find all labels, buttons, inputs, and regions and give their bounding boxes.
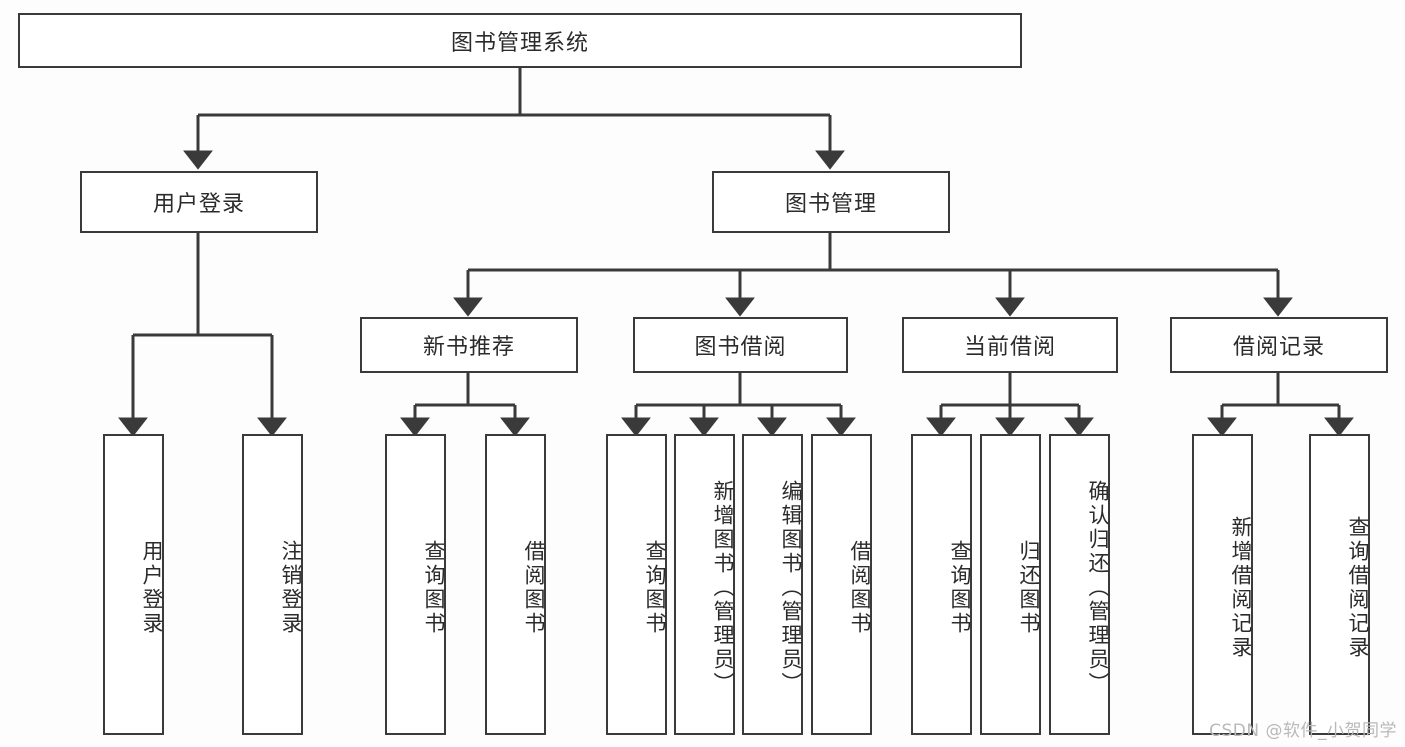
- node-label: 查询图书: [643, 539, 667, 636]
- node-label: 新增借阅记录: [1229, 515, 1253, 660]
- node-label: 借阅图书: [522, 539, 546, 636]
- node-label: 注销登录: [279, 539, 303, 636]
- node-current-borrow[interactable]: 当前借阅: [902, 317, 1118, 373]
- node-label: 借阅记录: [1232, 335, 1325, 360]
- leaf-book-borrow-add-book-admin[interactable]: 新增图书（管理员）: [674, 434, 735, 735]
- node-label: 图书管理系统: [450, 30, 589, 56]
- node-label: 当前借阅: [963, 335, 1056, 360]
- leaf-user-login-do-login[interactable]: 用户登录: [103, 434, 164, 735]
- node-user-login[interactable]: 用户登录: [80, 171, 318, 233]
- node-new-book-recommend[interactable]: 新书推荐: [360, 317, 578, 373]
- node-label: 归还图书: [1017, 539, 1041, 636]
- node-label: 查询图书: [422, 539, 446, 636]
- node-label: 用户登录: [140, 539, 164, 636]
- node-book-borrow[interactable]: 图书借阅: [633, 317, 848, 373]
- leaf-current-borrow-return-books[interactable]: 归还图书: [980, 434, 1041, 735]
- node-label: 新增图书（管理员）: [711, 479, 735, 696]
- node-label: 图书借阅: [694, 335, 787, 360]
- node-label: 新书推荐: [422, 335, 515, 360]
- leaf-new-book-query-books[interactable]: 查询图书: [385, 434, 446, 735]
- leaf-user-login-logout[interactable]: 注销登录: [242, 434, 303, 735]
- node-label: 查询图书: [948, 539, 972, 636]
- leaf-current-borrow-query-books[interactable]: 查询图书: [911, 434, 972, 735]
- leaf-book-borrow-borrow-books[interactable]: 借阅图书: [811, 434, 872, 735]
- node-label: 借阅图书: [848, 539, 872, 636]
- node-root-book-management-system[interactable]: 图书管理系统: [18, 13, 1022, 68]
- node-label: 图书管理: [784, 192, 877, 217]
- node-label: 用户登录: [152, 192, 245, 217]
- leaf-book-borrow-edit-book-admin[interactable]: 编辑图书（管理员）: [742, 434, 803, 735]
- node-book-management[interactable]: 图书管理: [712, 171, 950, 233]
- watermark: CSDN @软件_小贺同学: [1209, 721, 1397, 741]
- node-borrow-records[interactable]: 借阅记录: [1170, 317, 1388, 373]
- leaf-borrow-records-add-record[interactable]: 新增借阅记录: [1192, 434, 1253, 735]
- node-label: 查询借阅记录: [1346, 515, 1370, 660]
- leaf-book-borrow-query-books[interactable]: 查询图书: [606, 434, 667, 735]
- leaf-current-borrow-confirm-return-admin[interactable]: 确认归还（管理员）: [1049, 434, 1110, 735]
- leaf-borrow-records-query-record[interactable]: 查询借阅记录: [1309, 434, 1370, 735]
- node-label: 确认归还（管理员）: [1086, 479, 1110, 696]
- node-label: 编辑图书（管理员）: [779, 479, 803, 696]
- leaf-new-book-borrow-books[interactable]: 借阅图书: [485, 434, 546, 735]
